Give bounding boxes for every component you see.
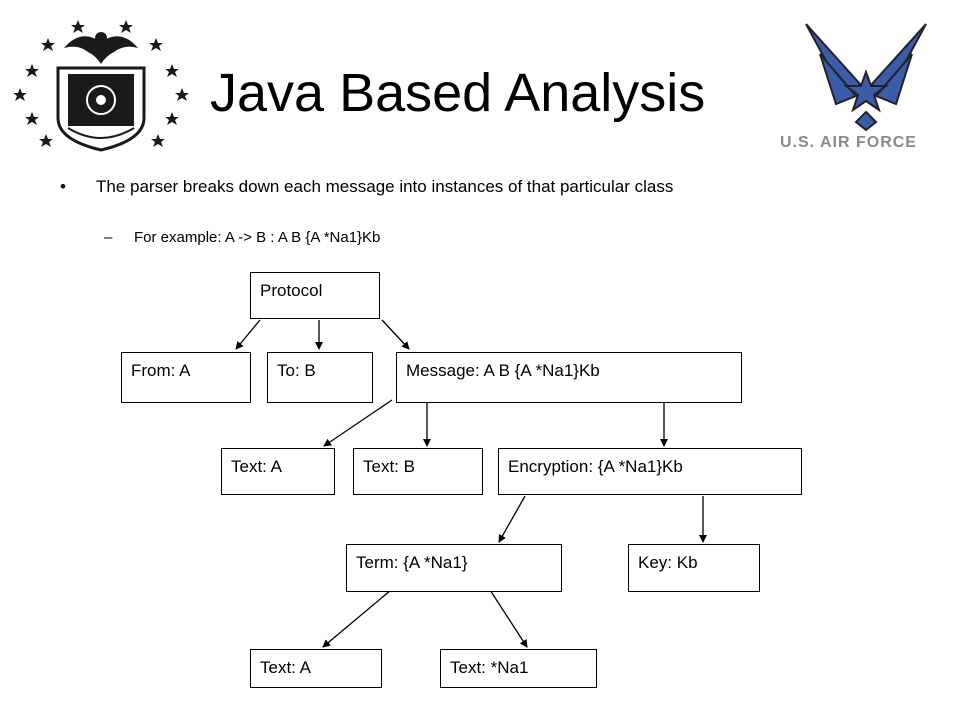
node-text-a-leaf: Text: A <box>250 649 382 688</box>
usaf-wordmark: U.S. AIR FORCE <box>780 134 917 151</box>
edge-protocol-message <box>381 319 410 350</box>
slide-title: Java Based Analysis <box>210 63 706 123</box>
node-message: Message: A B {A *Na1}Kb <box>396 352 742 403</box>
usaf-wings-icon <box>805 23 927 132</box>
node-to: To: B <box>267 352 373 403</box>
sub-bullet-text: For example: A -> B : A B {A *Na1}Kb <box>134 229 381 246</box>
node-text-b: Text: B <box>353 448 483 495</box>
node-text-na1: Text: *Na1 <box>440 649 597 688</box>
node-text-a: Text: A <box>221 448 335 495</box>
bullet-text: The parser breaks down each message into… <box>96 177 674 196</box>
edge-term-textna1 <box>489 589 528 648</box>
node-key: Key: Kb <box>628 544 760 592</box>
node-term: Term: {A *Na1} <box>346 544 562 592</box>
node-encryption: Encryption: {A *Na1}Kb <box>498 448 802 495</box>
edge-term-texta <box>322 589 392 648</box>
afit-seal-logo <box>13 20 189 152</box>
usaf-logo: U.S. AIR FORCE <box>776 14 956 160</box>
edge-protocol-from <box>235 319 261 350</box>
edge-message-texta <box>323 399 393 447</box>
node-from: From: A <box>121 352 251 403</box>
edge-encryption-term <box>498 495 526 543</box>
node-protocol: Protocol <box>250 272 380 319</box>
sub-bullet-marker: – <box>104 229 113 246</box>
bullet-marker: • <box>60 177 66 196</box>
